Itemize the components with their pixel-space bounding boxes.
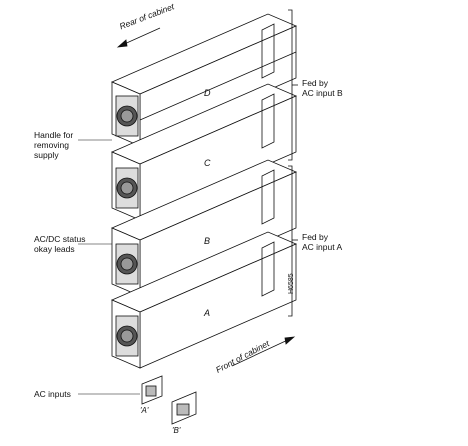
bracket-a [288,165,293,317]
ac-input-b [171,391,197,425]
supply-b [110,159,298,297]
status-callout: AC/DC status okay leads [34,234,86,254]
supply-b-letter: B [204,236,211,246]
handle-line-2: removing [34,140,69,150]
supply-a [110,231,298,369]
ac-input-a [141,375,163,405]
handle-callout: Handle for removing supply [34,130,73,160]
supply-d [110,13,298,147]
input-a-label: 'A' [140,406,149,415]
handle-line-1: Handle for [34,130,74,140]
fed-a-line-2: AC input A [302,242,343,252]
fed-b-callout: Fed by AC input B [302,78,343,98]
ac-inputs-label: AC inputs [34,389,71,399]
supply-c-letter: C [204,158,211,168]
fed-b-line-1: Fed by [302,78,328,88]
figure-id: H6585 [288,273,295,294]
fed-b-line-2: AC input B [302,88,343,98]
handle-line-3: supply [34,150,59,160]
supply-d-letter: D [204,88,211,98]
status-line-2: okay leads [34,244,75,254]
fed-a-callout: Fed by AC input A [302,232,342,252]
fed-a-line-1: Fed by [302,232,328,242]
input-b-label: 'B' [172,426,181,435]
supply-a-letter: A [204,308,211,318]
status-line-1: AC/DC status [34,234,86,244]
